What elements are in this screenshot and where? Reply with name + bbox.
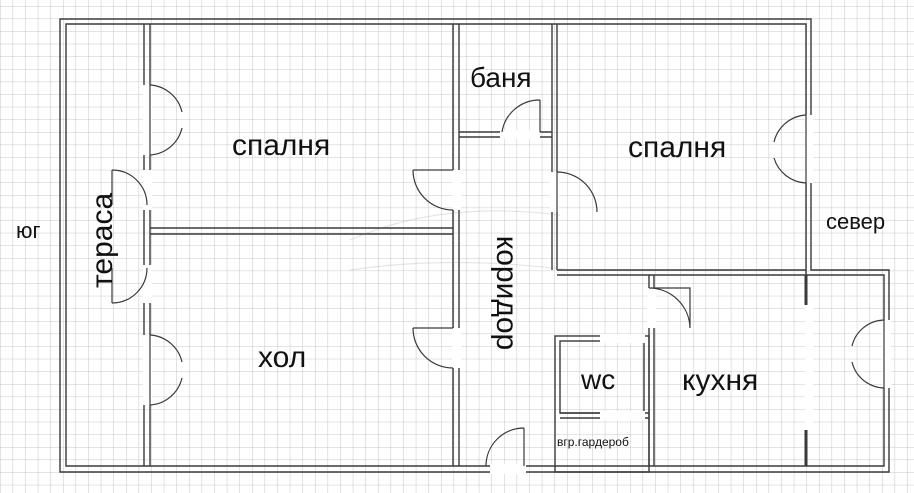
label-terrace: тераса: [86, 192, 119, 288]
label-north: север: [826, 209, 886, 234]
doors: [111, 84, 885, 467]
label-bedroom-left: спалня: [232, 129, 331, 162]
door-kitchen-icon: [648, 287, 691, 329]
door-bedroom-right-icon: [556, 171, 598, 213]
label-south: юг: [16, 218, 41, 243]
door-living-icon: [412, 327, 454, 369]
window-bedroom-left-icon: [149, 84, 183, 156]
label-bedroom-right: спалня: [628, 131, 727, 164]
door-bathroom-icon: [501, 99, 541, 133]
label-wc: wc: [581, 364, 616, 395]
window-bedroom-right-icon: [773, 114, 807, 184]
label-wardrobe: вгр.гардероб: [557, 435, 629, 449]
door-terrace-bedroom-icon: [111, 169, 148, 206]
door-bedroom-left-icon: [412, 169, 454, 211]
walls: [59, 18, 890, 473]
label-living: хол: [258, 341, 307, 374]
openings: [143, 85, 891, 474]
label-bathroom: баня: [470, 62, 532, 93]
door-entrance-icon: [485, 427, 525, 467]
window-kitchen-icon: [851, 319, 885, 389]
outer-wall-inner: [65, 23, 885, 467]
watermark: [349, 210, 571, 271]
door-terrace-living-icon: [111, 267, 148, 304]
label-corridor: коридор: [490, 235, 523, 351]
outer-wall: [59, 18, 890, 473]
label-kitchen: кухня: [682, 364, 759, 397]
window-living-icon: [149, 334, 183, 406]
